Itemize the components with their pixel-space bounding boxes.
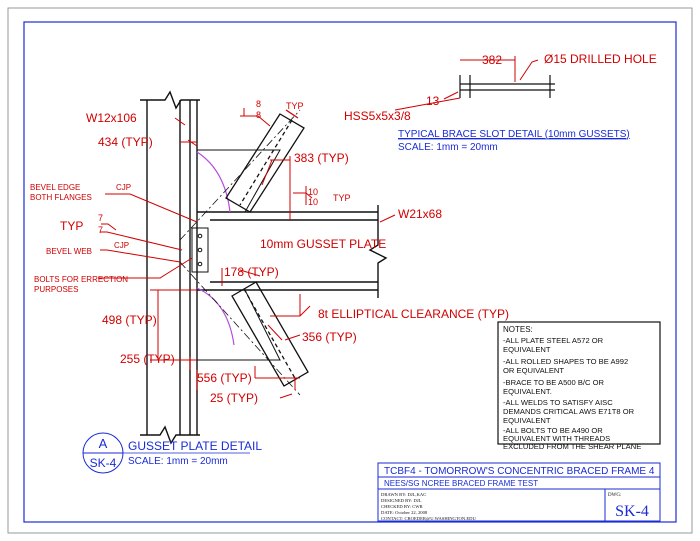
note-line: OR EQUIVALENT [503,366,564,375]
label-elliptical: 8t ELLIPTICAL CLEARANCE (TYP) [318,307,509,321]
label-gusset-plate: 10mm GUSSET PLATE [260,237,386,251]
weld-7-bot: 7 [98,225,103,235]
beam [197,205,388,298]
label-25: 25 (TYP) [210,391,258,405]
title-block: TCBF4 - TOMORROW'S CONCENTRIC BRACED FRA… [377,462,661,522]
dwg-number: SK-4 [615,503,649,520]
note-line: -ALL BOLTS TO BE A490 OR [503,426,603,435]
designed-by: DESIGNED BY: DJL [381,498,422,503]
slot-hss-label: HSS5x5x3/8 [344,109,411,123]
drawing-border [23,21,677,523]
slot-dim-13: 13 [426,94,440,108]
outer-border [7,7,693,534]
note-line: EQUIVALENT [503,416,551,425]
detail-letter: A [99,436,108,451]
notes-box: NOTES: -ALL PLATE STEEL A572 OR EQUIVALE… [497,321,661,451]
note-line: DEMANDS CRITICAL AWS E71T8 OR [503,407,635,416]
title-block-subtitle: NEES/SG NCREE BRACED FRAME TEST [384,479,538,488]
label-bevel-edge-1: BEVEL EDGE [30,183,80,192]
label-556: 556 (TYP) [197,371,252,385]
note-line: EQUIVALENT WITH THREADS [503,434,610,443]
detail-marker: A SK-4 GUSSET PLATE DETAIL SCALE: 1mm = … [82,432,262,474]
detail-sheet: SK-4 [90,456,117,470]
weld-7-top: 7 [98,213,103,223]
label-498: 498 (TYP) [102,313,157,327]
note-line: EXCLUDED FROM THE SHEAR PLANE [503,442,641,451]
note-line: -ALL ROLLED SHAPES TO BE A992 [503,357,628,366]
weld-8-top: 8 [256,99,261,109]
title-block-title: TCBF4 - TOMORROW'S CONCENTRIC BRACED FRA… [384,466,655,477]
note-line: -ALL WELDS TO SATISFY AISC [503,398,613,407]
centerline-upper [179,109,301,241]
label-bolts-2: PURPOSES [34,285,78,294]
contact: CONTACT: CROEDER@U.WASHINGTON.EDU [381,516,476,521]
label-178: 178 (TYP) [224,265,279,279]
label-bolts-1: BOLTS FOR ERRECTION [34,275,128,284]
label-434: 434 (TYP) [98,135,153,149]
brace-lower [231,281,309,387]
gusset-detail-scale: SCALE: 1mm = 20mm [128,456,228,467]
brace-upper [225,109,305,213]
slot-detail-scale: SCALE: 1mm = 20mm [398,142,498,153]
dwg-label: DWG: [608,493,621,498]
label-typ-left: TYP [60,219,83,233]
weld-10-bot: 10 [308,197,318,207]
label-255: 255 (TYP) [120,352,175,366]
note-line: EQUIVALENT [503,345,551,354]
label-w12: W12x106 [86,111,137,125]
drawn-by: DRAWN BY: DJL,KAC [381,492,426,498]
slot-detail-title: TYPICAL BRACE SLOT DETAIL (10mm GUSSETS) [398,129,630,140]
label-cjp-1: CJP [116,183,131,192]
centerline-lower [179,261,301,396]
elliptical-clearance-arcs [196,151,235,346]
label-356: 356 (TYP) [302,330,357,344]
notes-heading: NOTES: [503,325,533,334]
weld-10-top: 10 [308,187,318,197]
weld-8-bot: 8 [256,110,261,120]
label-cjp-2: CJP [114,241,129,250]
label-bevel-edge-2: BOTH FLANGES [30,193,92,202]
note-line: EQUIVALENT. [503,387,552,396]
label-w21: W21x68 [398,207,442,221]
label-typ-top: TYP [286,101,304,111]
note-line: -BRACE TO BE A500 B/C OR [503,378,605,387]
drawing-date: DATE: October 22, 2008 [381,510,428,516]
label-typ-10: TYP [333,193,351,203]
note-line: -ALL PLATE STEEL A572 OR [503,336,604,345]
slot-detail: 382 Ø15 DRILLED HOLE 13 HSS5x5x3/8 TYPIC… [344,52,657,153]
label-bevel-web: BEVEL WEB [46,247,92,256]
label-383: 383 (TYP) [294,151,349,165]
slot-hole-label: Ø15 DRILLED HOLE [544,52,657,66]
checked-by: CHECKED BY: CWR [381,504,424,509]
dimension-lines [98,108,396,399]
slot-dim-382: 382 [482,53,502,67]
dimension-labels: W12x106 434 (TYP) 8 8 TYP 383 (TYP) 10 1… [30,99,509,405]
gusset-detail-title: GUSSET PLATE DETAIL [128,439,262,453]
